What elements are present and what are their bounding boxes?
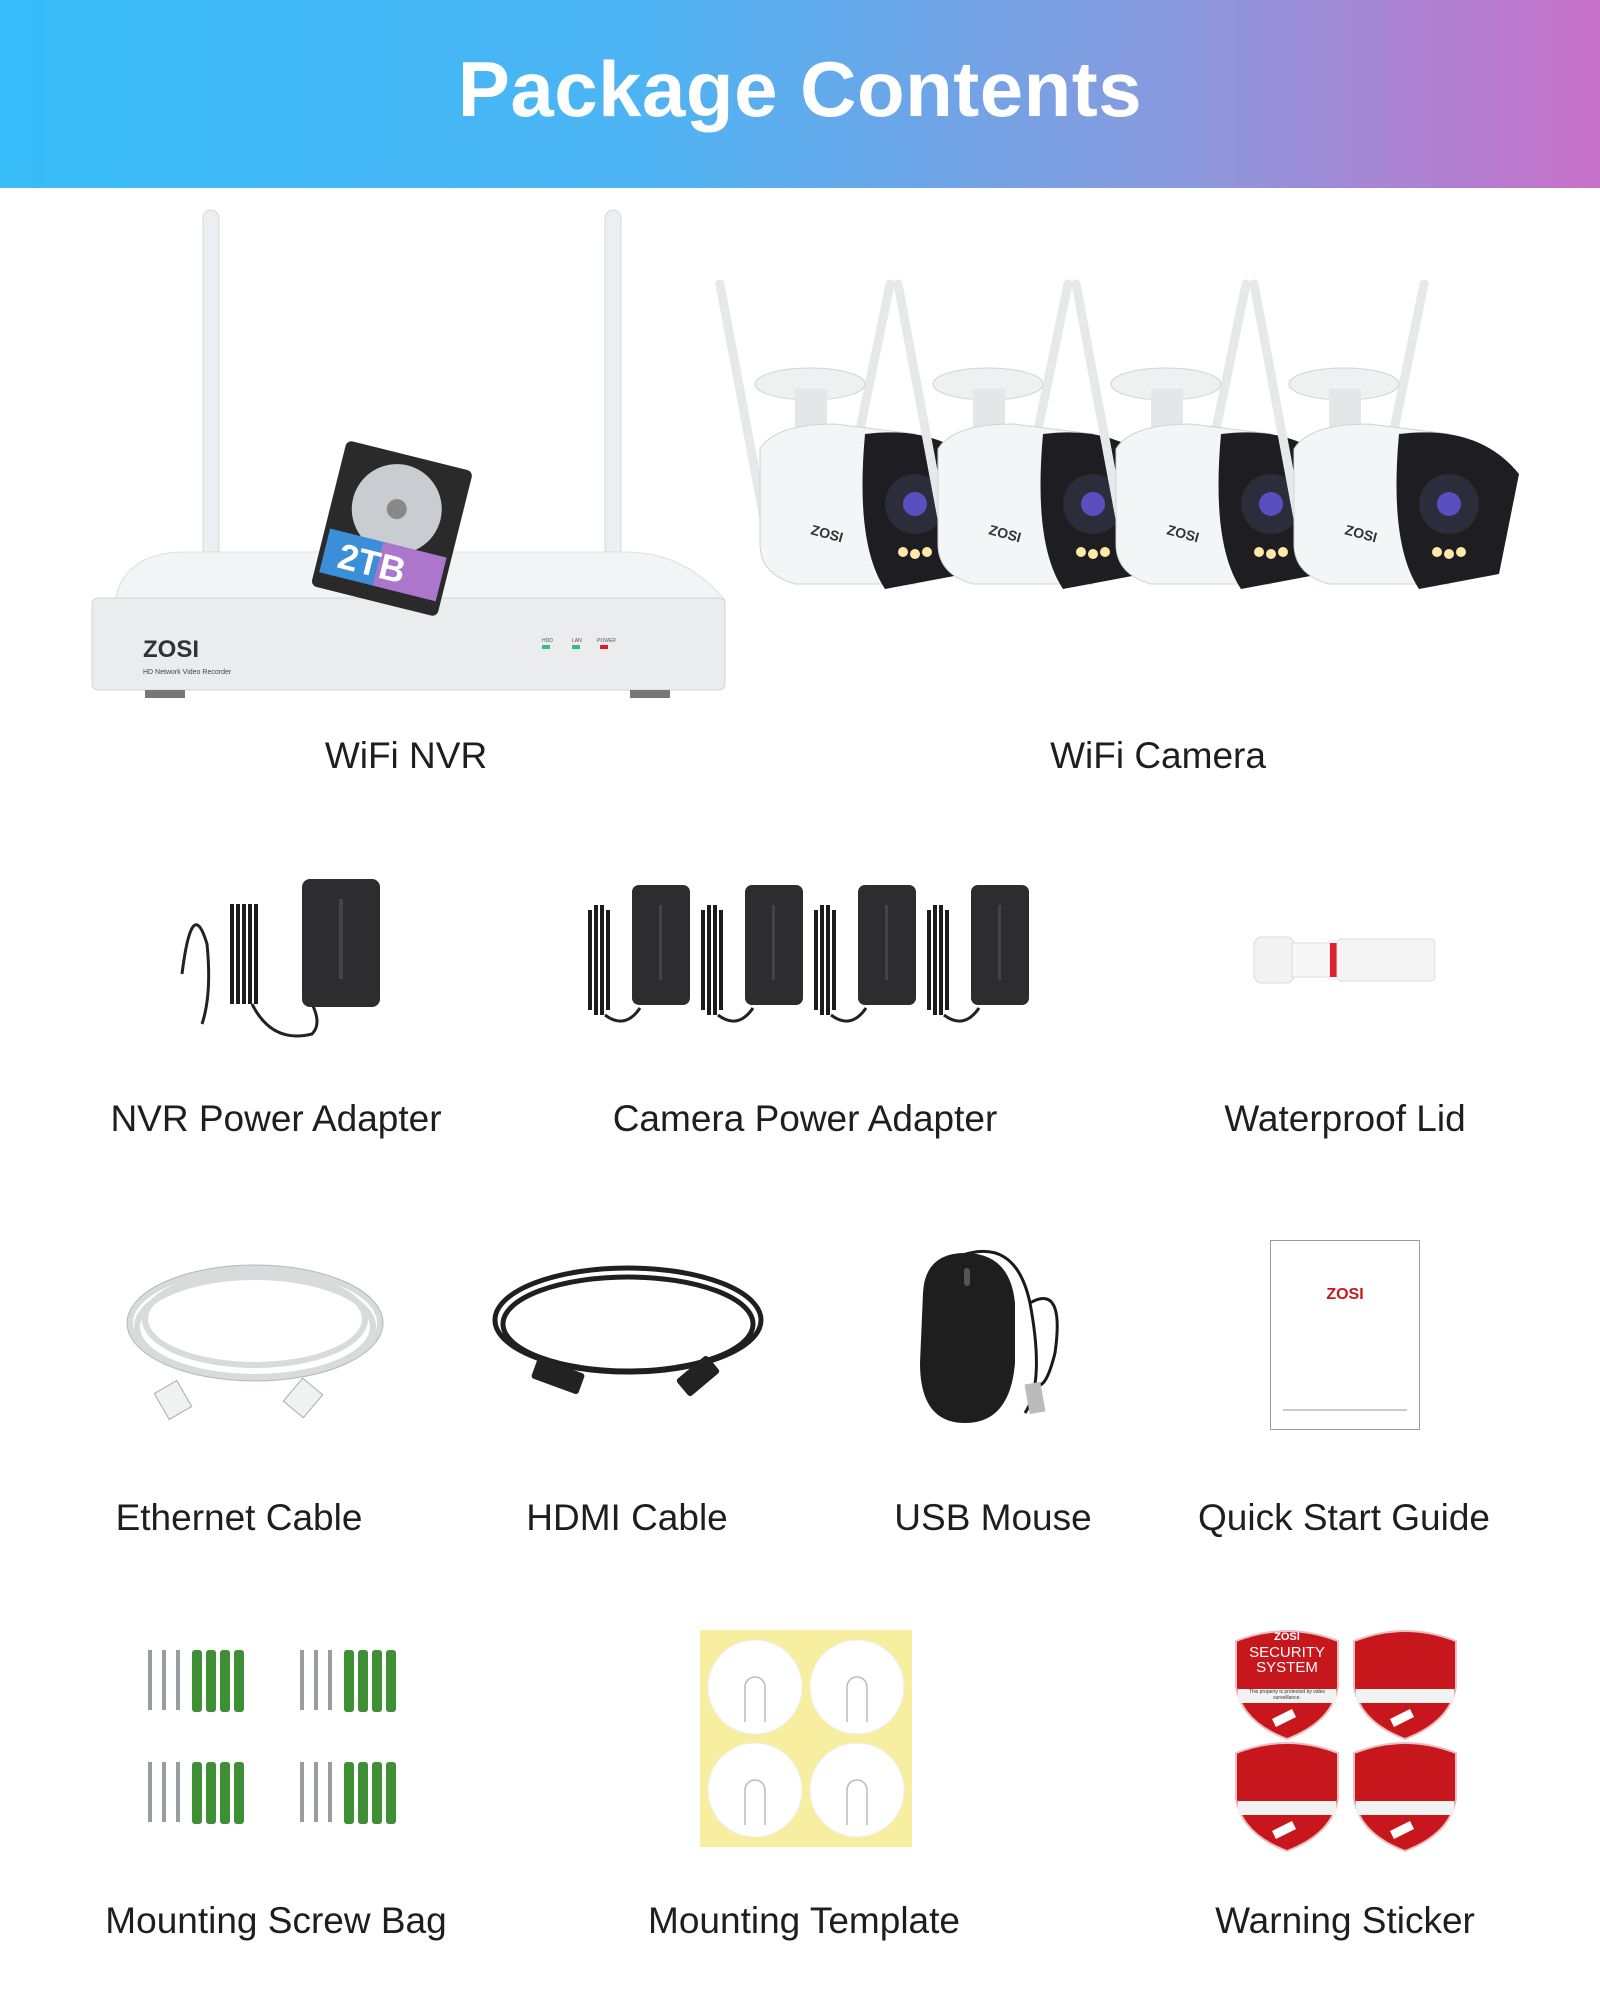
page-title: Package Contents <box>457 45 1143 133</box>
item-label-mounting-template: Mounting Template <box>648 1900 960 1941</box>
led-label-lan: LAN <box>572 638 582 644</box>
waterproof-lid-image <box>1253 936 1436 984</box>
item-label-quick-start-guide: Quick Start Guide <box>1197 1497 1491 1538</box>
item-label-camera-power-adapter: Camera Power Adapter <box>612 1098 998 1139</box>
item-label-nvr-power-adapter: NVR Power Adapter <box>110 1098 442 1139</box>
led-label-power: POWER <box>597 638 616 644</box>
item-label-mounting-screw-bag: Mounting Screw Bag <box>105 1900 447 1941</box>
mounting-screw-bag-image <box>148 1648 398 1826</box>
nvr-subtitle: HD Network Video Recorder <box>143 669 232 676</box>
item-label-warning-sticker: Warning Sticker <box>1215 1900 1475 1941</box>
nvr-power-adapter-image <box>180 879 380 1038</box>
item-label-wifi-camera: WiFi Camera <box>1050 735 1266 776</box>
quick-start-guide-image: ZOSI <box>1270 1240 1420 1430</box>
nvr-brand-logo: ZOSI <box>143 636 199 663</box>
camera-power-adapter-image <box>588 883 1031 1024</box>
guide-brand-logo: ZOSI <box>1326 1286 1364 1303</box>
mounting-template-image <box>700 1630 912 1847</box>
item-label-wifi-nvr: WiFi NVR <box>324 735 488 776</box>
hard-drive-icon: 2TB <box>311 441 472 616</box>
item-label-hdmi-cable: HDMI Cable <box>526 1497 728 1538</box>
item-label-usb-mouse: USB Mouse <box>894 1497 1092 1538</box>
item-label-waterproof-lid: Waterproof Lid <box>1224 1098 1466 1139</box>
item-label-ethernet-cable: Ethernet Cable <box>115 1497 363 1538</box>
header-banner: Package Contents <box>0 0 1600 188</box>
wifi-nvr-image: ZOSI HD Network Video Recorder HDD LAN P… <box>91 209 727 698</box>
ethernet-cable-image <box>126 1264 384 1421</box>
hdmi-cable-image <box>492 1265 764 1397</box>
led-label-hdd: HDD <box>542 638 553 644</box>
usb-mouse-image <box>920 1249 1059 1423</box>
wifi-camera-image: ZOSI <box>715 279 1545 624</box>
